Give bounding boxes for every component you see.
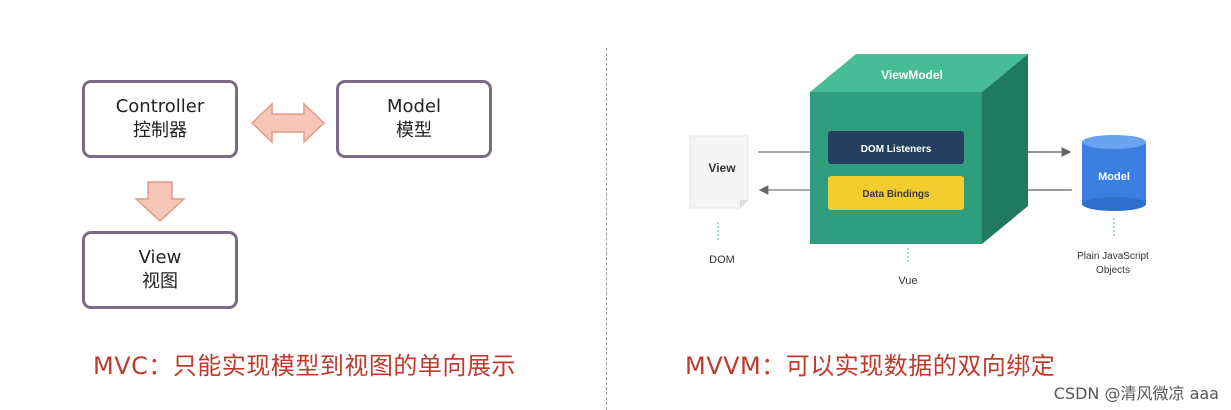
down-arrow <box>134 181 186 223</box>
bidirectional-arrow <box>250 102 326 144</box>
viewmodel-label: ViewModel <box>881 68 943 82</box>
mvvm-diagram: View DOM ViewModel DOM Listeners Data Bi… <box>689 54 1149 287</box>
controller-box: Controller 控制器 <box>82 80 238 158</box>
view-document-icon <box>689 135 749 209</box>
data-bindings-box <box>828 176 964 210</box>
plain-js-label-2: Objects <box>1096 265 1130 276</box>
model-box: Model 模型 <box>336 80 492 158</box>
model-label: Model <box>386 96 442 117</box>
controller-label: Controller <box>115 96 205 117</box>
viewmodel-cube <box>810 54 1028 244</box>
view-label: View <box>138 247 182 268</box>
model-cylinder-label: Model <box>1098 171 1130 183</box>
view-doc-label: View <box>708 161 736 175</box>
vue-label: Vue <box>898 275 917 287</box>
view-box: View 视图 <box>82 231 238 309</box>
model-label-cn: 模型 <box>396 120 432 141</box>
dom-listeners-label: DOM Listeners <box>861 144 932 155</box>
mvvm-caption: MVVM：可以实现数据的双向绑定 <box>685 352 1056 380</box>
plain-js-label-1: Plain JavaScript <box>1077 251 1149 262</box>
section-divider <box>606 48 607 410</box>
view-label-cn: 视图 <box>142 271 178 292</box>
mvc-caption: MVC：只能实现模型到视图的单向展示 <box>93 352 516 380</box>
dom-listeners-box <box>828 131 964 164</box>
csdn-watermark: CSDN @清风微凉 aaa <box>1053 384 1219 403</box>
data-bindings-label: Data Bindings <box>862 189 930 200</box>
model-cylinder-icon <box>1082 135 1146 211</box>
dom-label: DOM <box>709 254 735 266</box>
controller-label-cn: 控制器 <box>133 120 187 141</box>
